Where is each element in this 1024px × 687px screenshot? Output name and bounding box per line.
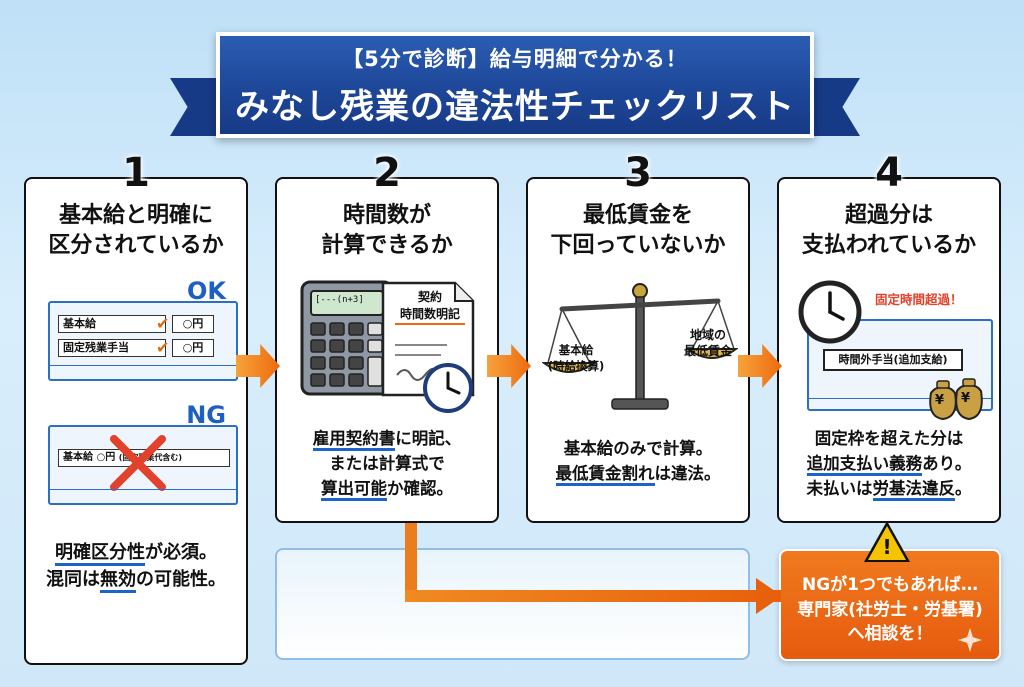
step-number-4: 4: [875, 150, 903, 196]
form-footer-line: [50, 489, 236, 497]
desc-emphasis: 追加支払い義務: [806, 453, 923, 476]
card-title-line: 基本給と明確に: [58, 203, 213, 228]
scale-right-label: 地域の 最低賃金: [668, 327, 748, 359]
scale-left-label: 基本給 (時給換算): [536, 343, 616, 374]
title-banner: 【5分で診断】給与明細で分かる！ みなし残業の違法性チェックリスト: [170, 18, 860, 148]
basic-pay-row: 基本給: [58, 315, 166, 333]
scale-icon: [542, 283, 738, 410]
step-card-1: 基本給と明確に 区分されているか OK 基本給 ✔ ○円 固定残業手当 ✔ ○円…: [24, 177, 248, 665]
flow-panel: [275, 548, 750, 660]
desc-emphasis: 最低賃金割れ: [555, 463, 655, 486]
desc-text: が必須。: [145, 542, 217, 563]
card-description: 雇用契約書に明記、 または計算式で 算出可能か確認。: [277, 427, 497, 501]
money-bag-icon: [929, 378, 983, 421]
step-card-4: 超過分は 支払われているか 時間外手当(追加支給) 固定時間超過！ ¥ ¥ 固定…: [777, 177, 1001, 523]
desc-line: 未払いは労基法違反。: [779, 477, 999, 502]
check-icon: ✔: [156, 314, 170, 333]
yen-symbol: ¥: [935, 393, 945, 408]
desc-text: あり。: [922, 453, 972, 473]
card-description: 基本給のみで計算。 最低賃金割れは違法。: [528, 437, 748, 487]
calculator-icon: [300, 280, 394, 396]
card-title-line: 時間数が: [342, 203, 431, 228]
step-card-2: 時間数が 計算できるか [---(n+3] 契約 時間数明記 雇用契約書に明記、…: [275, 177, 499, 523]
desc-text: 混同は: [46, 569, 100, 590]
step-number-3: 3: [624, 150, 652, 196]
ng-payslip-example: 基本給 ○円 (固定残業代含む): [48, 425, 238, 505]
banner-subtitle: 【5分で診断】給与明細で分かる！: [342, 46, 688, 71]
clock-icon: [798, 280, 862, 344]
card-title-line: 超過分は: [844, 203, 933, 228]
consult-alert: NGが1つでもあれば… 専門家(社労士・労基署) へ相談を！: [779, 549, 1001, 661]
desc-text: に明記、: [395, 429, 462, 448]
desc-line: 混同は無効の可能性。: [26, 566, 246, 593]
step-card-3: 最低賃金を 下回っていないか 基本給 (時給換算) 地域の 最低賃金 基本給のみ…: [526, 177, 750, 523]
step-number-1: 1: [122, 150, 150, 196]
ng-label: NG: [186, 401, 226, 429]
basic-pay-value: ○円: [172, 315, 214, 333]
scale-label-line: 地域の: [689, 328, 726, 342]
fixed-overtime-value: ○円: [172, 339, 214, 357]
calculator-display: [---(n+3]: [315, 295, 364, 305]
ok-payslip-example: 基本給 ✔ ○円 固定残業手当 ✔ ○円: [48, 301, 238, 381]
desc-text: 。: [955, 478, 972, 498]
desc-line: 雇用契約書に明記、: [277, 427, 497, 452]
desc-text: 未払いは: [806, 478, 873, 498]
overtime-allowance-row: 時間外手当(追加支給): [823, 349, 963, 371]
card-title-line: 最低賃金を: [582, 203, 693, 228]
document-line: 契約: [417, 290, 442, 304]
desc-emphasis: 明確区分性: [55, 542, 145, 566]
desc-line: 算出可能か確認。: [277, 477, 497, 502]
alert-line: NGが1つでもあれば…: [801, 575, 978, 595]
card-title: 最低賃金を 下回っていないか: [528, 201, 748, 260]
card-title-line: 支払われているか: [801, 232, 977, 258]
card-title: 超過分は 支払われているか: [779, 201, 999, 260]
fixed-overtime-row: 固定残業手当: [58, 339, 166, 357]
flow-line-vertical: [405, 523, 417, 601]
scale-label-line: (時給換算): [547, 358, 605, 373]
card-title-line: 計算できるか: [321, 232, 453, 258]
card-title-line: 区分されているか: [48, 232, 224, 258]
form-footer-line: [50, 365, 236, 373]
mixed-pay-value: ○円: [96, 452, 116, 463]
step-number-2: 2: [373, 150, 401, 196]
desc-emphasis: 雇用契約書: [312, 429, 396, 451]
desc-line: 最低賃金割れは違法。: [528, 462, 748, 487]
yen-symbol: ¥: [961, 391, 971, 406]
warning-icon: !: [868, 526, 906, 560]
scale-label-line: 基本給: [558, 343, 594, 357]
desc-text: の可能性。: [136, 569, 226, 590]
card-description: 明確区分性が必須。 混同は無効の可能性。: [26, 539, 246, 593]
desc-emphasis: 算出可能: [321, 478, 387, 501]
flow-line-horizontal: [405, 590, 781, 602]
desc-line: 基本給のみで計算。: [563, 439, 713, 458]
document-line: 時間数明記: [395, 306, 465, 325]
desc-line: 追加支払い義務あり。: [779, 452, 999, 477]
alert-line: へ相談を！: [847, 624, 933, 645]
desc-line: 固定枠を超えた分は: [814, 429, 964, 448]
form-footer-line: [809, 398, 991, 399]
check-icon: ✔: [156, 338, 170, 357]
desc-text: か確認。: [387, 478, 453, 498]
card-title: 時間数が 計算できるか: [277, 201, 497, 260]
desc-line: または計算式で: [329, 453, 445, 473]
card-title: 基本給と明確に 区分されているか: [26, 201, 246, 260]
card-title-line: 下回っていないか: [550, 232, 726, 258]
cross-icon: [110, 435, 166, 491]
clock-icon: [423, 363, 473, 413]
mixed-pay-label: 基本給: [63, 452, 93, 463]
desc-emphasis: 労基法違反: [872, 478, 955, 501]
document-text: 契約 時間数明記: [395, 289, 465, 325]
card-description: 固定枠を超えた分は 追加支払い義務あり。 未払いは労基法違反。: [779, 427, 999, 501]
desc-text: は違法。: [654, 463, 721, 483]
ok-label: OK: [187, 277, 226, 305]
over-time-label: 固定時間超過！: [875, 292, 963, 307]
scale-label-line: 最低賃金: [683, 344, 732, 359]
alert-line: 専門家(社労士・労基署): [797, 599, 983, 620]
banner-body: 【5分で診断】給与明細で分かる！ みなし残業の違法性チェックリスト: [216, 32, 814, 138]
mixed-pay-note: (固定残業代含む): [118, 453, 183, 462]
desc-emphasis: 無効: [100, 569, 136, 593]
banner-title: みなし残業の違法性チェックリスト: [235, 86, 795, 127]
desc-line: 明確区分性が必須。: [26, 539, 246, 566]
